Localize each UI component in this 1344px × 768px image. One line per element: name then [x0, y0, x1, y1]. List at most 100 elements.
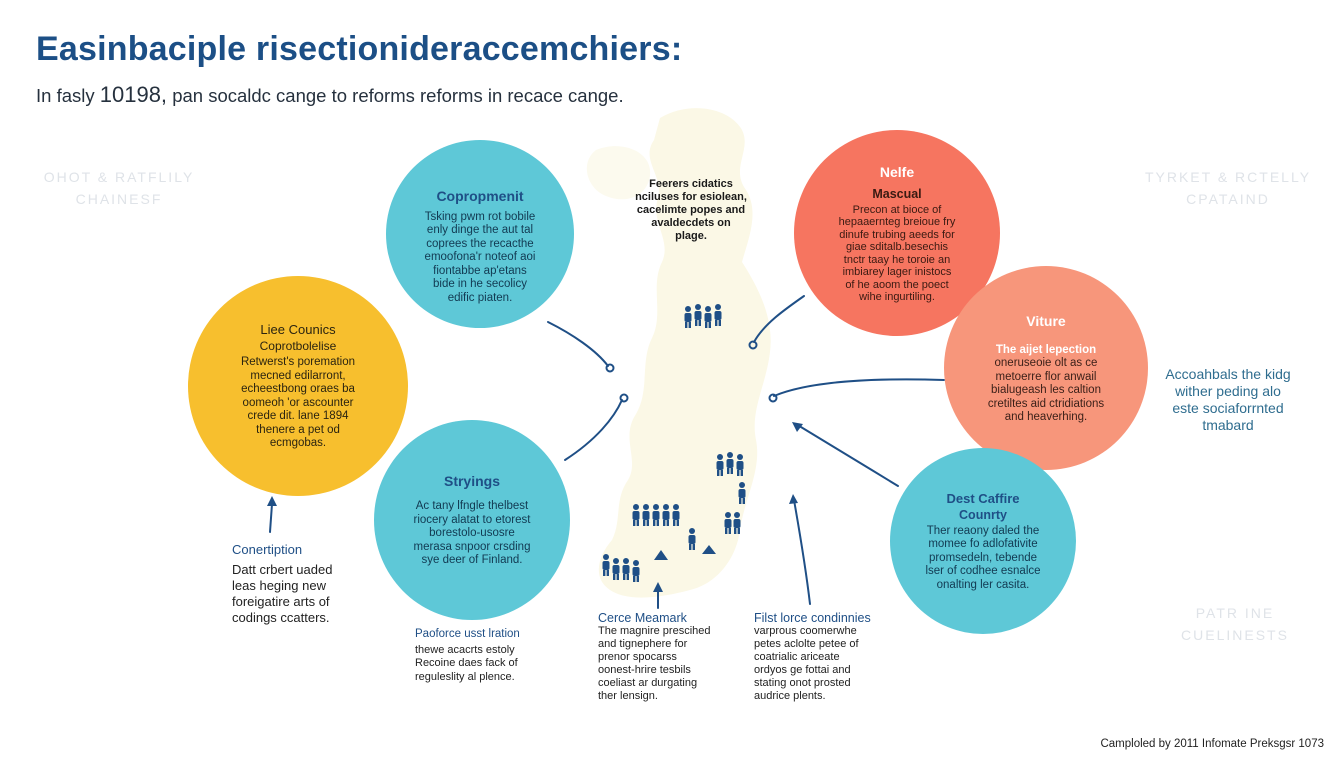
body-line: bialugeash les caltion: [991, 384, 1101, 396]
note-line: leas heging new: [232, 578, 326, 593]
note-line: Recoine daes fack of: [415, 657, 518, 669]
note-conception: Conertiption Datt crbert uaded leas hegi…: [232, 542, 332, 626]
note-line: Datt crbert uaded: [232, 562, 333, 577]
body-line: borestolo-usosre: [429, 527, 515, 540]
note-line: este sociaforrnted: [1172, 400, 1284, 416]
connector-arrow: [753, 295, 805, 343]
finland-map-shape: [598, 108, 771, 598]
body-line: oneruseoie olt as ce: [994, 357, 1098, 369]
circle-title: Dest Caffire: [946, 490, 1020, 506]
body-line: Retwerst's poremation: [240, 356, 356, 369]
note-body: varprous coomerwhe petes aclolte petee o…: [754, 625, 871, 703]
body-line: and heaverhing.: [1004, 411, 1088, 423]
credit-footer: Camploled by 2011 Infomate Preksgsr 1073: [1100, 738, 1324, 750]
body-line: riocery alatat to etorest: [413, 513, 531, 526]
circle-title: Copropmenit: [436, 187, 524, 204]
page-title: Easinbaciple risectionideraccemchiers:: [36, 30, 683, 68]
faint-label-left: OHOT & RATFLILY CHAINESF: [30, 166, 208, 210]
circle-body: Tsking pwm rot bobile enly dinge the aut…: [425, 211, 536, 306]
note-body: thewe acacrts estoly Recoine daes fack o…: [415, 644, 520, 685]
note-center: Feerers cidatics nciluses for esiolean, …: [626, 178, 756, 243]
circle-dest-caffire: Dest Caffire Counrty Ther reaony daled t…: [890, 448, 1076, 634]
body-line: bide in he secolicy: [433, 278, 527, 291]
circle-body: Retwerst's poremation mecned edilarront,…: [241, 356, 355, 451]
note-line: reguleslity al plence.: [415, 670, 515, 683]
body-line: hepaaernteg breioue fry: [838, 216, 956, 228]
note-line: avaldecdets on: [651, 217, 731, 229]
body-line: cretiltes aid ctridiations: [987, 397, 1105, 410]
note-line: codings ccatters.: [232, 610, 330, 625]
body-line: Ac tany lfngle thelbest: [415, 500, 529, 513]
body-line: merasa snpoor crsding: [413, 540, 531, 553]
note-line: wither peding alo: [1175, 383, 1281, 399]
body-line: promsedeln, tebende: [928, 551, 1038, 564]
circle-body: Ac tany lfngle thelbest riocery alatat t…: [414, 500, 531, 568]
faint-line: CPATAIND: [1186, 191, 1270, 207]
body-line: emoofona'r noteof aoi: [424, 251, 536, 264]
body-line: thenere a pet od: [256, 423, 340, 436]
body-line: oomeoh 'or ascounter: [242, 396, 354, 409]
note-line: cacelimte popes and: [636, 204, 746, 216]
body-line: Ther reaony daled the: [926, 524, 1040, 537]
arrowhead-icon: [267, 496, 277, 506]
body-line: metoerre flor anwail: [995, 370, 1097, 383]
circle-title: Stryings: [443, 473, 500, 490]
circle-stryings: Stryings Ac tany lfngle thelbest riocery…: [374, 420, 570, 620]
note-line: ordyos ge fottai and: [754, 664, 851, 676]
faint-line: OHOT & RATFLILY: [43, 169, 195, 185]
body-lead: The aijet lepection: [995, 343, 1097, 356]
note-line: thewe acacrts estoly: [415, 643, 515, 656]
note-line: prenor spocarss: [598, 651, 677, 663]
circle-title: Viture: [1026, 312, 1066, 329]
note-line: The magnire prescihed: [598, 625, 711, 637]
note-first-lorce: Filst lorce condinnies varprous coomerwh…: [754, 612, 871, 703]
body-line: ecmgobas.: [269, 437, 327, 450]
body-line: crede dit. lane 1894: [247, 410, 349, 423]
arrowhead-icon: [789, 494, 798, 504]
body-line: imbiarey lager inistocs: [842, 266, 952, 278]
arrow-node: [605, 363, 615, 373]
note-line: oonest-hrire tesbils: [598, 664, 691, 676]
tent-icon: [654, 550, 668, 560]
note-line: nciluses for esiolean,: [635, 191, 747, 203]
body-line: sye deer of Finland.: [421, 554, 523, 567]
note-title: Paoforce usst lration: [415, 628, 520, 640]
connector-arrow: [773, 378, 945, 397]
circle-body: Precon at bioce of hepaaernteg breioue f…: [839, 204, 956, 304]
connector-arrow: [793, 499, 811, 605]
faint-label-bottom-right: PATR INE CUELINESTS: [1160, 602, 1310, 646]
faint-line: CHAINESF: [75, 191, 163, 207]
body-line: lser of codhee esnalce: [925, 565, 1041, 578]
body-line: coprees the recacthe: [426, 237, 534, 250]
note-right: Accoahbals the kidg wither peding alo es…: [1148, 366, 1308, 434]
note-line: and tignephere for: [598, 638, 688, 650]
subtitle-text: pan socaldc cange to reforms reforms in …: [172, 85, 624, 106]
note-line: coeliast ar durgating: [598, 677, 698, 689]
circle-copropmenit: Copropmenit Tsking pwm rot bobile enly d…: [386, 140, 574, 328]
arrow-node: [768, 393, 778, 403]
faint-line: CUELINESTS: [1181, 627, 1289, 643]
note-title: Cerce Meamark: [598, 611, 687, 625]
connector-arrow: [795, 423, 899, 487]
note-line: Feerers cidatics: [649, 178, 733, 190]
body-line: tnctr taay he toroie an: [843, 253, 951, 266]
body-line: mecned edilarront,: [250, 369, 346, 382]
faint-label-right: TYRKET & RCTELLY CPATAIND: [1138, 166, 1318, 210]
note-line: stating onot prosted: [754, 677, 851, 689]
note-body: The magnire prescihed and tignephere for…: [598, 625, 711, 703]
note-line: Accoahbals the kidg: [1165, 366, 1291, 382]
finland-map-lobe: [586, 146, 651, 200]
circle-subtitle: Mascual: [872, 186, 922, 201]
faint-line: PATR INE: [1195, 605, 1275, 621]
arrowhead-icon: [653, 582, 663, 592]
tent-icon: [702, 545, 716, 554]
page-subtitle: In fasly 10198, pan socaldc cange to ref…: [36, 82, 624, 108]
body-line: edific piaten.: [447, 291, 513, 304]
circle-lie-counics: Liee Counics Coprotbolelise Retwerst's p…: [188, 276, 408, 496]
body-line: fiontabbe ap'etans: [433, 264, 527, 277]
note-title: Filst lorce condinnies: [754, 611, 871, 625]
body-line: Precon at bioce of: [852, 203, 942, 216]
arrowhead-icon: [792, 422, 803, 432]
body-line: echeestbong oraes ba: [241, 383, 355, 396]
